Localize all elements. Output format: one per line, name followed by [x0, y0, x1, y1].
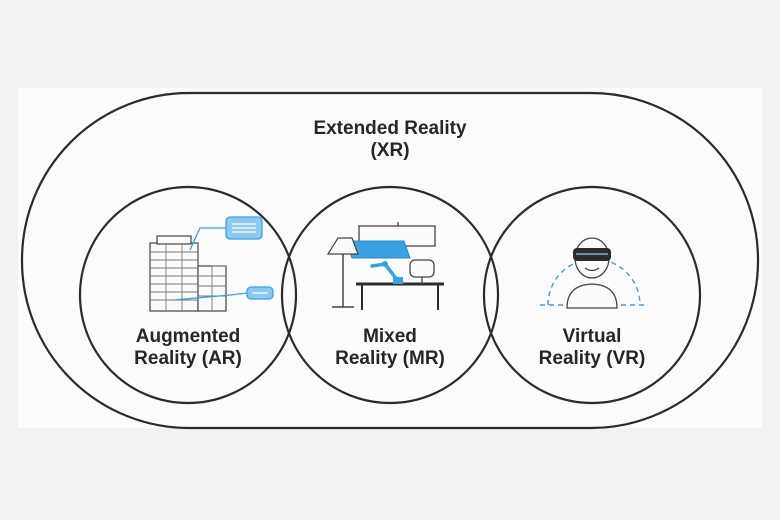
vr-label-line1: Virtual — [562, 326, 622, 347]
xr-title: Extended Reality (XR) — [240, 118, 540, 162]
mr-label-line2: Reality (MR) — [335, 348, 445, 369]
ar-circle — [78, 185, 298, 405]
xr-outer-boundary — [20, 91, 760, 430]
mr-circle — [280, 185, 500, 405]
mr-label: Mixed Reality (MR) — [310, 326, 470, 370]
mr-label-line1: Mixed — [363, 326, 417, 347]
ar-label-line2: Reality (AR) — [134, 348, 242, 369]
xr-title-line1: Extended Reality — [313, 118, 467, 139]
ar-label-line1: Augmented — [135, 326, 241, 347]
vr-headset-person-icon — [540, 237, 648, 309]
vr-circle — [482, 185, 702, 405]
building-with-callouts-icon — [149, 216, 274, 312]
vr-label-line2: Reality (VR) — [538, 348, 646, 369]
xr-title-line2: (XR) — [370, 140, 410, 161]
lamp-desk-robot-arm-icon — [326, 222, 444, 310]
ar-label: Augmented Reality (AR) — [108, 326, 268, 370]
vr-label: Virtual Reality (VR) — [512, 326, 672, 370]
